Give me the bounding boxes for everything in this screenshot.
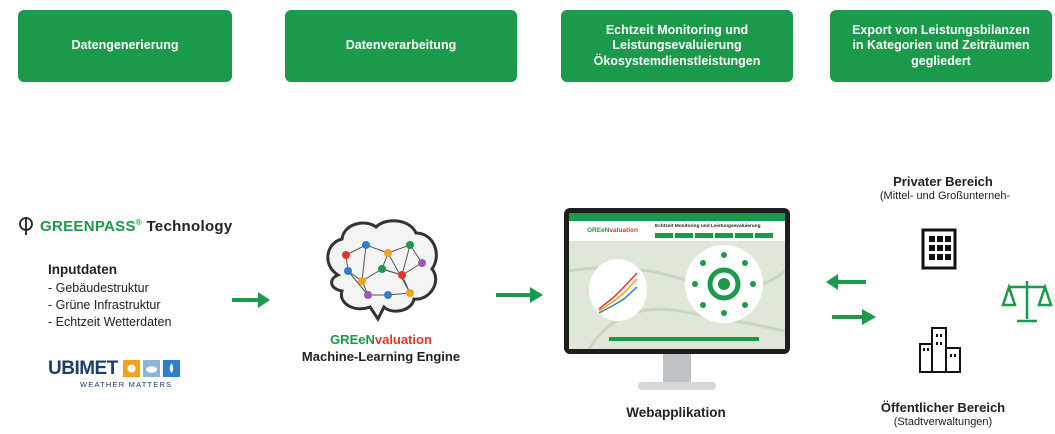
list-item: - Grüne Infrastruktur: [48, 298, 161, 312]
ubimet-tagline: WEATHER MATTERS: [80, 380, 173, 389]
app-name-a: GREeN: [587, 227, 610, 234]
engine-name-a: GREeN: [330, 332, 375, 347]
greenpass-prefix: GREENPASS: [40, 217, 136, 235]
screen-tabs: [655, 233, 773, 238]
public-title: Öffentlicher Bereich: [880, 400, 1006, 415]
step-monitoring: Echtzeit Monitoring und Leistungsevaluie…: [561, 10, 793, 82]
step-label: Echtzeit Monitoring und Leistungsevaluie…: [593, 23, 761, 68]
step-label: Datengenerierung: [71, 38, 179, 53]
greenpass-logo: GREENPASS® Technology: [18, 216, 233, 236]
step-export: Export von Leistungsbilanzen in Kategori…: [830, 10, 1052, 82]
ubimet-logo: UBIMET WEATHER MATTERS: [48, 358, 181, 389]
step-data-generation: Datengenerierung: [18, 10, 232, 82]
app-topbar: [569, 213, 785, 221]
arrow-right-icon: [832, 309, 876, 325]
chart-panel: [589, 259, 647, 321]
ubimet-b: MET: [79, 358, 118, 379]
step-data-processing: Datenverarbeitung: [285, 10, 517, 82]
list-item: - Echtzeit Wetterdaten: [48, 315, 172, 329]
timeline-bar: [609, 337, 759, 341]
office-building-icon: [921, 228, 957, 270]
weather-icons: [122, 360, 180, 377]
greenpass-icon: [19, 217, 33, 235]
chart-lines: [598, 272, 638, 314]
webapp-screen: GREeNvaluation Echtzeit Monitoring und L…: [569, 213, 785, 349]
step-label: Export von Leistungsbilanzen in Kategori…: [852, 23, 1030, 68]
dial-panel: [685, 245, 763, 323]
arrow-right-icon: [232, 292, 270, 308]
list-item: - Gebäudestruktur: [48, 281, 149, 295]
dial-icon: [692, 252, 756, 316]
engine-subtitle: Machine-Learning Engine: [301, 349, 461, 364]
step-label: Datenverarbeitung: [345, 38, 457, 53]
arrow-right-icon: [496, 287, 543, 303]
greenpass-reg: ®: [135, 217, 142, 227]
ubimet-a: UBI: [48, 358, 80, 379]
monitor-stand: [663, 354, 691, 384]
public-subtitle: (Stadtverwaltungen): [893, 416, 993, 428]
input-title: Inputdaten: [48, 262, 117, 277]
private-title: Privater Bereich: [893, 174, 993, 189]
scales-icon: [1001, 281, 1053, 323]
monitor-screen: GREeNvaluation Echtzeit Monitoring und L…: [564, 208, 790, 354]
public-buildings-icon: [919, 327, 961, 373]
input-list: - Gebäudestruktur - Grüne Infrastruktur …: [48, 280, 171, 331]
private-subtitle: (Mittel- und Großunterneh-: [879, 190, 1011, 202]
webapp-label: Webapplikation: [626, 405, 726, 420]
greenpass-suffix: Technology: [146, 217, 233, 235]
screen-title: Echtzeit Monitoring und Leistungsevaluie…: [655, 224, 761, 229]
arrow-left-icon: [826, 274, 866, 290]
monitor: GREeNvaluation Echtzeit Monitoring und L…: [564, 208, 790, 394]
engine-name: GREeNvaluation: [296, 332, 466, 347]
engine-name-b: valuation: [374, 332, 432, 347]
brain-network-icon: [326, 219, 438, 322]
ubimet-wordmark: UBIMET: [48, 358, 118, 380]
monitor-base: [638, 382, 716, 390]
app-name-b: valuation: [609, 227, 638, 234]
app-logo: GREeNvaluation: [587, 227, 638, 234]
map-area: [569, 241, 785, 349]
